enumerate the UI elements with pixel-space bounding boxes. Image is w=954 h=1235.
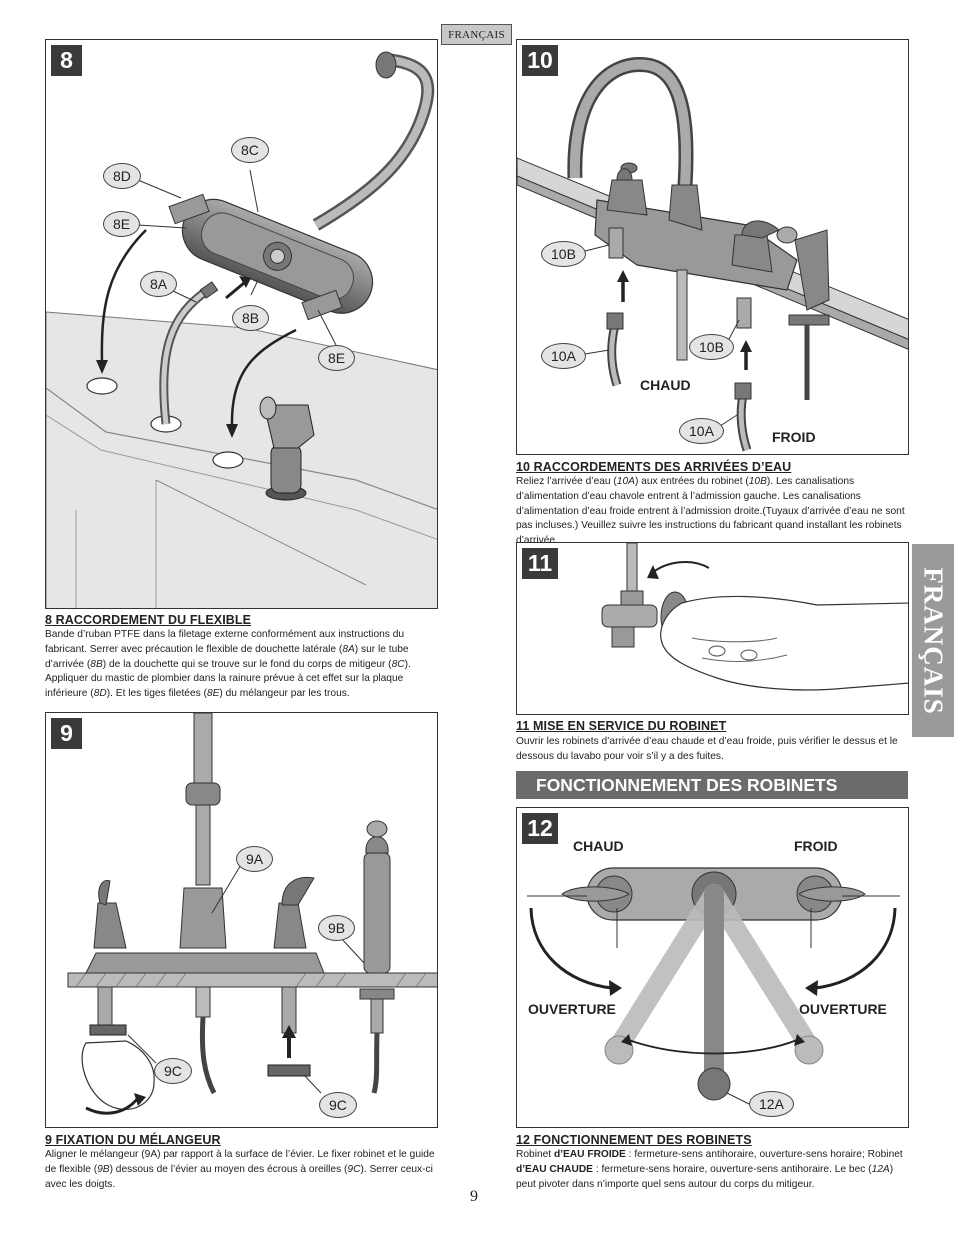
step-10-text: Reliez l’arrivée d’eau (10A) aux entrées…: [516, 476, 905, 547]
step-number-8: 8: [51, 45, 82, 76]
callout-8e-left: 8E: [103, 211, 141, 237]
step-number-9: 9: [51, 718, 82, 749]
side-language-tab: FRANÇAIS: [912, 544, 954, 737]
step-10-title: 10 RACCORDEMENTS DES ARRIVÉES D’EAU: [516, 460, 792, 474]
step-12-title: 12 FONCTIONNEMENT DES ROBINETS: [516, 1133, 752, 1147]
callout-8e-right: 8E: [318, 345, 356, 371]
figure-step-8: 8 8C 8D 8E 8A 8B 8E: [45, 39, 438, 609]
callout-8d: 8D: [103, 163, 141, 189]
callout-8a: 8A: [140, 271, 178, 297]
label-cold: FROID: [772, 429, 816, 445]
callout-10a-right: 10A: [679, 418, 724, 444]
figure-step-12: 12 CHAUD FROID OUVERTURE OUVERTURE 12A: [516, 807, 909, 1128]
step-number-11: 11: [522, 548, 558, 579]
callout-9c-left: 9C: [154, 1058, 192, 1084]
language-tab: FRANÇAIS: [441, 24, 512, 45]
illustration-faucet-mounting: [67, 713, 437, 1115]
step-9-title: 9 FIXATION DU MÉLANGEUR: [45, 1133, 221, 1147]
page-number: 9: [470, 1188, 478, 1205]
step-11-text: Ouvrir les robinets d’arrivée d’eau chau…: [516, 736, 898, 762]
label-hot-12: CHAUD: [573, 838, 624, 854]
figure-step-10: 10 10B 10A 10B 10A CHAUD FROID: [516, 39, 909, 455]
step-8-text: Bande d’ruban PTFE dans la filetage exte…: [45, 629, 411, 700]
label-cold-12: FROID: [794, 838, 838, 854]
figure-step-9: 9 9A 9B 9C 9C: [45, 712, 438, 1128]
section-banner: FONCTIONNEMENT DES ROBINETS: [516, 771, 908, 799]
step-9-text: Aligner le mélangeur (9A) par rapport à …: [45, 1149, 435, 1190]
illustration-water-supply-connections: [517, 56, 908, 452]
step-11-title: 11 MISE EN SERVICE DU ROBINET: [516, 719, 727, 733]
label-opening-right: OUVERTURE: [799, 1001, 887, 1017]
label-opening-left: OUVERTURE: [528, 1001, 616, 1017]
step-number-10: 10: [522, 45, 558, 76]
step-12-text: Robinet d’EAU FROIDE : fermeture-sens an…: [516, 1149, 903, 1190]
callout-9a: 9A: [236, 846, 274, 872]
step-8-title: 8 RACCORDEMENT DU FLEXIBLE: [45, 613, 252, 627]
figure-step-11: 11: [516, 542, 909, 715]
callout-9c-right: 9C: [319, 1092, 357, 1118]
label-hot: CHAUD: [640, 377, 691, 393]
illustration-handle-operation: [527, 867, 900, 1105]
callout-10a-left: 10A: [541, 343, 586, 369]
callout-9b: 9B: [318, 915, 356, 941]
illustration-faucet-body-hose: [46, 51, 437, 608]
illustration-open-supply-valve: [601, 543, 908, 691]
step-number-12: 12: [522, 813, 558, 844]
callout-10b-right: 10B: [689, 334, 734, 360]
callout-8b: 8B: [232, 305, 270, 331]
callout-12a: 12A: [749, 1091, 794, 1117]
side-language-label: FRANÇAIS: [918, 566, 949, 715]
callout-10b-left: 10B: [541, 241, 586, 267]
callout-8c: 8C: [231, 137, 269, 163]
